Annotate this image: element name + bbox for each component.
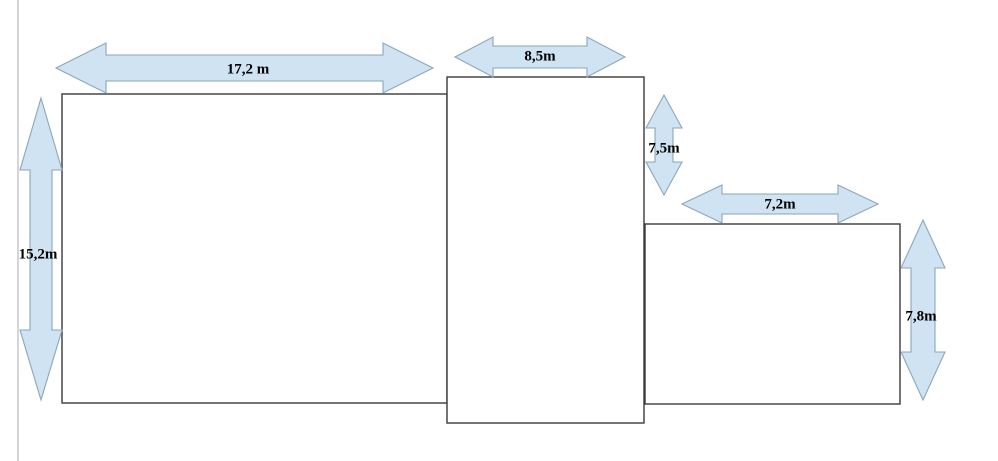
dimension-label-width-right: 7,2m [764, 196, 796, 212]
dimension-arrow-width-middle: 8,5m [453, 36, 627, 78]
dimension-label-width-left: 17,2 m [227, 61, 270, 77]
dimension-label-height-right: 7,8m [905, 308, 937, 324]
dimension-label-height-middle: 7,5m [648, 140, 680, 156]
dimension-arrow-height-middle: 7,5m [645, 93, 683, 197]
dimension-label-width-middle: 8,5m [524, 48, 556, 64]
dimension-arrow-height-right: 7,8m [900, 218, 946, 402]
room-rect-left [61, 93, 448, 404]
double-arrow-horizontal-icon [680, 184, 880, 224]
dimension-arrow-width-left: 17,2 m [54, 42, 435, 94]
double-arrow-vertical-icon [645, 93, 683, 197]
room-rect-middle [446, 76, 645, 424]
room-rect-right [644, 223, 901, 405]
dimension-label-height-left: 15,2m [19, 246, 58, 262]
dimension-arrow-height-left: 15,2m [19, 96, 63, 402]
double-arrow-vertical-icon [19, 96, 63, 402]
double-arrow-vertical-icon [900, 218, 946, 402]
double-arrow-horizontal-icon [54, 42, 435, 94]
dimension-arrow-width-right: 7,2m [680, 184, 880, 224]
double-arrow-horizontal-icon [453, 36, 627, 78]
